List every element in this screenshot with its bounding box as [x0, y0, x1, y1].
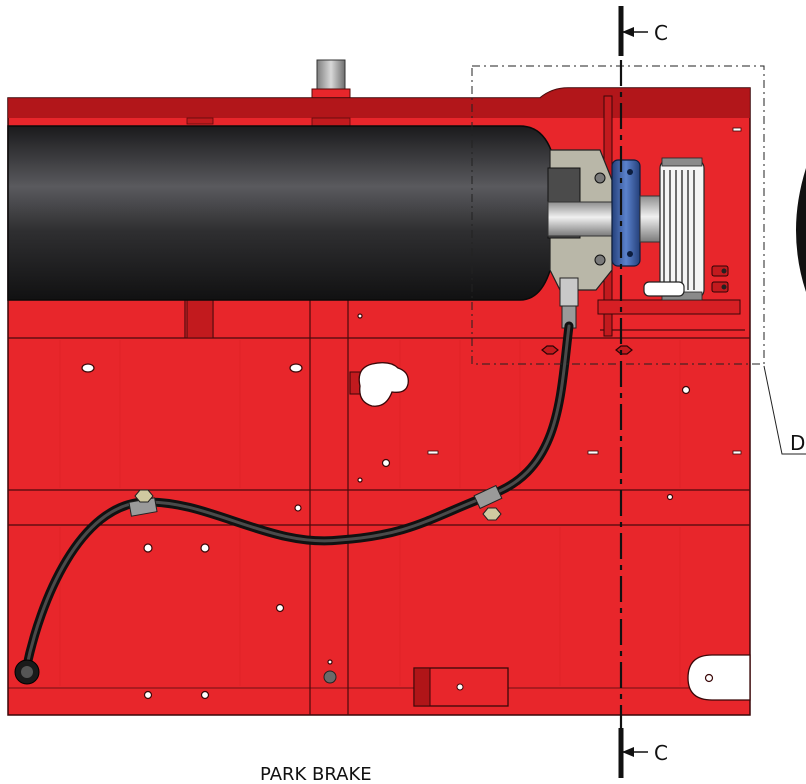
frame-holes: [81, 313, 691, 700]
caption: PARK BRAKE: [260, 764, 372, 784]
frame-hatch: [59, 340, 681, 686]
detail-label: D: [790, 431, 805, 455]
right-bracket: [687, 654, 751, 701]
tank-support-strut: [186, 299, 214, 339]
air-tank: [7, 125, 559, 301]
keyhole-cutout: [349, 362, 409, 407]
brake-hub: [611, 159, 663, 267]
detail-view-edge: [796, 168, 806, 292]
brake-shaft: [547, 201, 619, 237]
detail-box: [471, 65, 765, 365]
hose-grommet: [14, 659, 40, 685]
frame-slots: [427, 127, 742, 455]
side-fittings: [711, 265, 729, 293]
detail-leader: [763, 365, 806, 455]
section-line: [618, 6, 648, 778]
top-post: [311, 59, 351, 100]
hose-clamps: [128, 484, 503, 521]
brake-hose: [21, 321, 574, 675]
frame-panel-lines: [8, 300, 750, 715]
hose-fitting: [559, 277, 579, 329]
bottom-box: [413, 667, 509, 707]
bolt-head: [323, 670, 337, 684]
section-label-top: C: [654, 21, 668, 45]
section-label-bottom: C: [654, 741, 668, 765]
chain-sprocket: [643, 157, 705, 301]
